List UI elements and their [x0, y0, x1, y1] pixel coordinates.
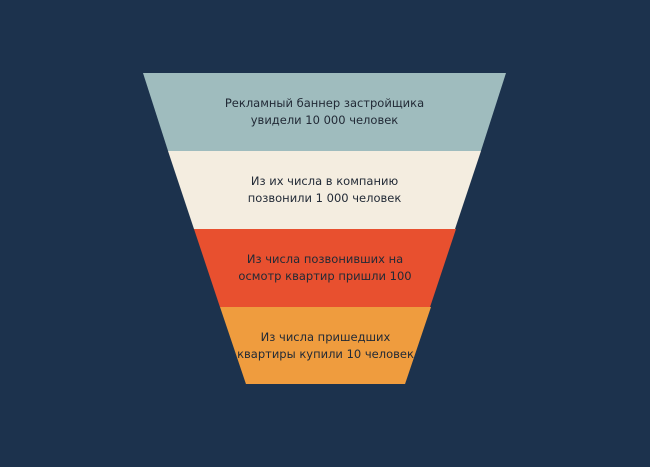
funnel-stage-1: Рекламный баннер застройщика увидели 10 …: [143, 73, 506, 151]
funnel-stage-3-label: Из числа позвонивших на осмотр квартир п…: [238, 252, 412, 283]
funnel-stage-4-shape: [220, 307, 431, 384]
funnel-stage-4-label: Из числа пришедших квартиры купили 10 че…: [237, 329, 414, 361]
funnel-stage-3-shape: [194, 229, 456, 307]
funnel-stage-2-shape: [168, 151, 481, 229]
funnel-stage-4: Из числа пришедших квартиры купили 10 че…: [220, 307, 431, 384]
funnel-stage-1-label: Рекламный баннер застройщика увидели 10 …: [224, 96, 425, 127]
funnel-stage-3: Из числа позвонивших на осмотр квартир п…: [194, 229, 456, 307]
funnel-stage-2: Из их числа в компанию позвонили 1 000 ч…: [168, 151, 481, 229]
funnel-stage-1-shape: [143, 73, 506, 151]
funnel-stage-2-label: Из их числа в компанию позвонили 1 000 ч…: [247, 174, 402, 205]
